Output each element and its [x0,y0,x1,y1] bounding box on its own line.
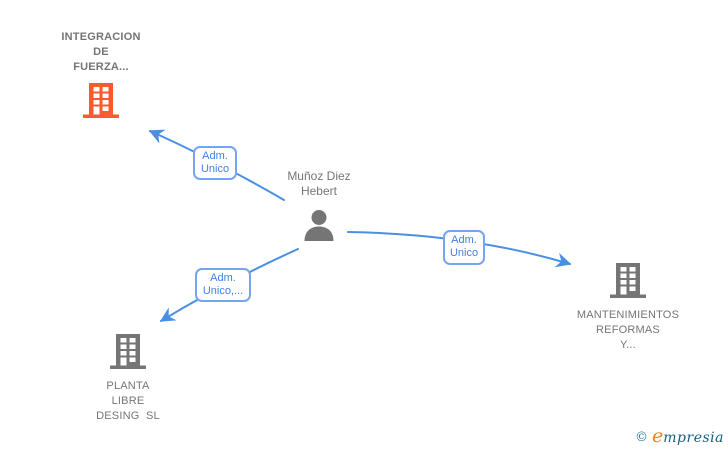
company-node-mantenimientos[interactable]: MANTENIMIENTOS REFORMAS Y... [558,261,698,353]
edge-label-adm-unico-mantenimientos[interactable]: Adm. Unico [443,230,485,265]
person-node-munoz-diez-hebert[interactable]: Muñoz Diez Hebert [254,169,384,246]
company-name-label: PLANTA LIBRE DESING SL [96,380,160,422]
building-icon [82,81,120,124]
brand-name: mpresia [663,430,724,446]
company-node-integracion[interactable]: INTEGRACION DE FUERZA... [31,30,171,124]
copyright-icon: © [635,430,649,445]
building-icon [609,261,647,304]
company-name-label: MANTENIMIENTOS REFORMAS Y... [576,309,680,351]
edge-label-adm-unico-planta[interactable]: Adm. Unico,... [195,268,251,302]
edge-label-adm-unico-integracion[interactable]: Adm. Unico [193,146,237,180]
company-name-label: INTEGRACION DE FUERZA... [61,31,141,73]
person-icon [302,209,336,246]
person-name-label: Muñoz Diez Hebert [287,169,351,198]
brand-initial: e [652,425,664,447]
empresia-logo[interactable]: ©empresia [635,425,724,447]
building-icon [109,332,147,375]
company-node-planta-libre[interactable]: PLANTA LIBRE DESING SL [58,332,198,424]
